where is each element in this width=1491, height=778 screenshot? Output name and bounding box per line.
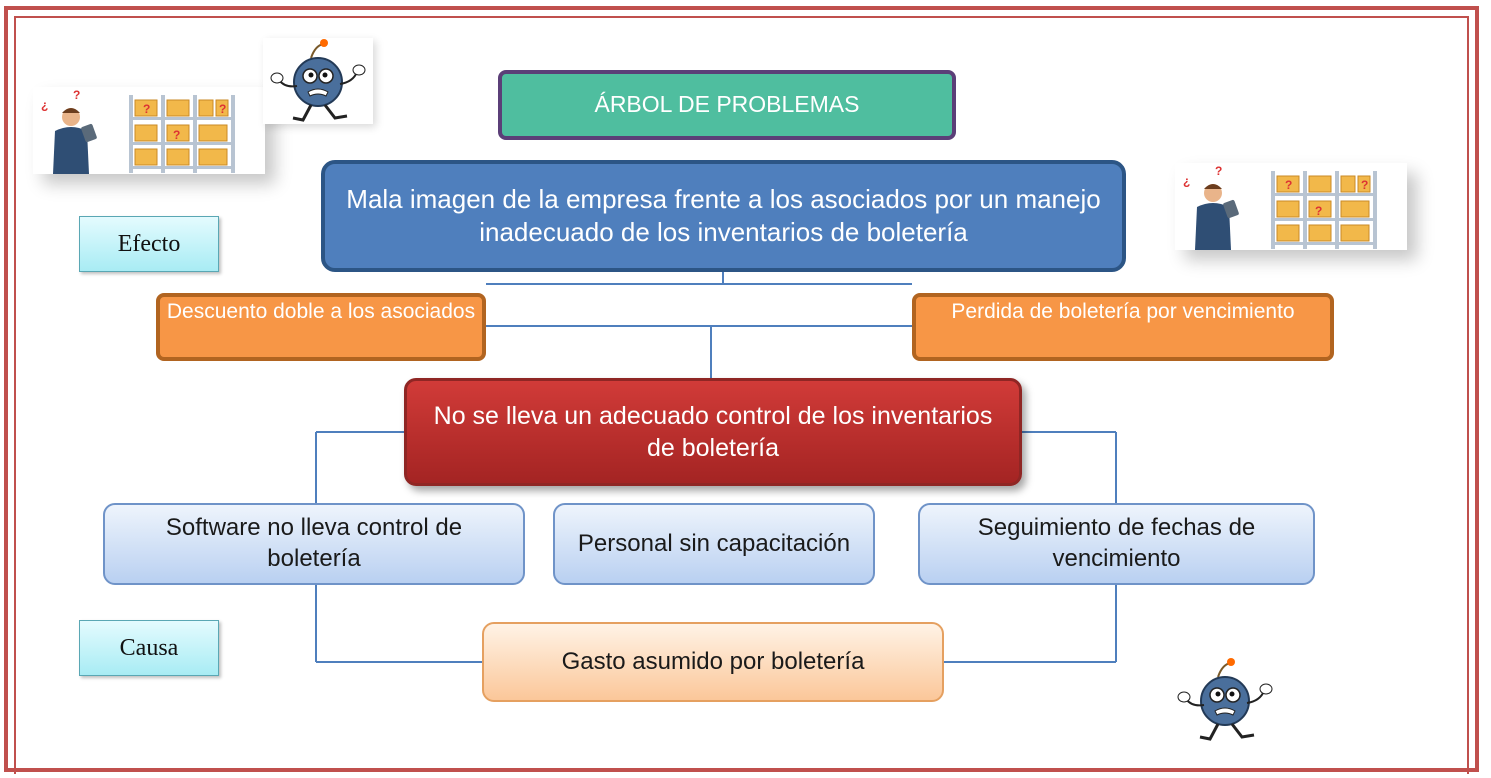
svg-text:?: ?	[1315, 204, 1322, 218]
main-effect-box: Mala imagen de la empresa frente a los a…	[321, 160, 1126, 272]
cause-box-software: Software no lleva control de boletería	[103, 503, 525, 585]
core-problem-box: No se lleva un adecuado control de los i…	[404, 378, 1022, 486]
effect-label: Efecto	[79, 216, 219, 272]
warehouse-worker-illustration: ??? ? ¿	[1175, 163, 1407, 250]
svg-text:?: ?	[143, 102, 150, 116]
svg-text:?: ?	[219, 102, 226, 116]
effect-box-left: Descuento doble a los asociados	[156, 293, 486, 361]
bomb-cartoon-icon	[263, 38, 373, 124]
cause-box-personal: Personal sin capacitación	[553, 503, 875, 585]
svg-text:?: ?	[73, 88, 80, 102]
svg-text:¿: ¿	[1183, 174, 1190, 188]
diagram-title: ÁRBOL DE PROBLEMAS	[498, 70, 956, 140]
cause-box-seguimiento: Seguimiento de fechas de vencimiento	[918, 503, 1315, 585]
bottom-cause-box: Gasto asumido por boletería	[482, 622, 944, 702]
svg-text:?: ?	[1361, 178, 1368, 192]
bomb-cartoon-icon	[1170, 655, 1280, 745]
cause-label: Causa	[79, 620, 219, 676]
outer-frame	[4, 6, 1479, 772]
svg-text:?: ?	[1215, 164, 1222, 178]
svg-text:?: ?	[1285, 178, 1292, 192]
effect-box-right: Perdida de boletería por vencimiento	[912, 293, 1334, 361]
warehouse-worker-illustration: ??? ? ¿	[33, 87, 265, 174]
svg-text:¿: ¿	[41, 98, 48, 112]
inner-frame	[14, 16, 1469, 774]
svg-text:?: ?	[173, 128, 180, 142]
